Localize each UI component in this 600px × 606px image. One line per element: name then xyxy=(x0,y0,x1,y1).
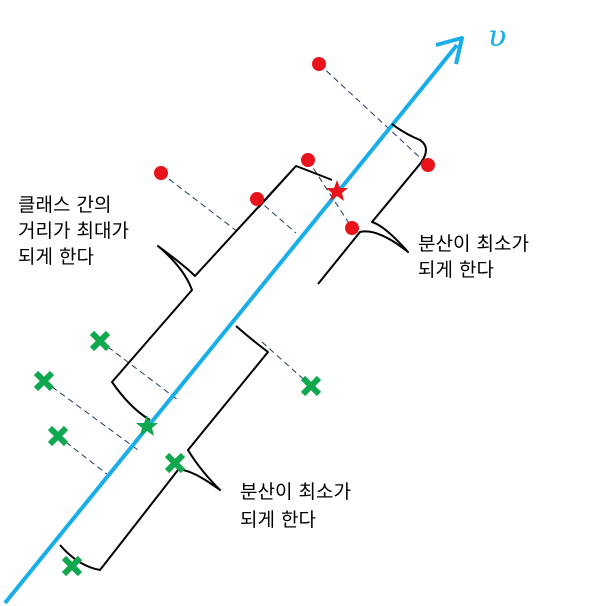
red-mean-star xyxy=(326,180,348,201)
label-line: 클래스 간의 xyxy=(18,194,111,216)
label-line: 되게 한다 xyxy=(18,246,94,268)
label-line: 되게 한다 xyxy=(418,259,494,281)
label-line: 분산이 최소가 xyxy=(418,233,529,255)
red-data-point xyxy=(312,57,326,71)
label-line: 되게 한다 xyxy=(240,509,316,531)
axis-line xyxy=(3,43,459,605)
red-data-point xyxy=(421,158,435,172)
projection-line xyxy=(307,159,353,229)
green-data-point xyxy=(89,330,111,352)
brace-between-class xyxy=(111,165,333,421)
axis-label: υ xyxy=(488,19,506,54)
annotation-within-red: 분산이 최소가 되게 한다 xyxy=(418,233,529,281)
projection-line xyxy=(160,172,239,233)
green-data-point xyxy=(47,425,69,447)
annotation-between-class: 클래스 간의 거리가 최대가 되게 한다 xyxy=(18,194,129,268)
axis-arrowhead xyxy=(435,36,464,65)
label-line: 분산이 최소가 xyxy=(240,481,351,503)
braces xyxy=(59,123,427,571)
projection-line xyxy=(99,340,179,401)
green-data-point xyxy=(300,375,322,397)
projection-line xyxy=(256,198,297,234)
projection-line xyxy=(318,63,429,166)
green-data-point xyxy=(164,452,186,474)
projection-axis: υ xyxy=(3,19,506,605)
red-data-point xyxy=(250,192,264,206)
red-class-points xyxy=(154,57,435,235)
brace-within-green xyxy=(59,325,269,571)
red-data-point xyxy=(154,166,168,180)
brace-within-red xyxy=(317,123,427,285)
red-data-point xyxy=(301,153,315,167)
green-data-point xyxy=(61,555,83,577)
label-line: 거리가 최대가 xyxy=(18,220,129,242)
red-projection-lines xyxy=(160,63,429,234)
green-data-point xyxy=(33,370,55,392)
green-mean-star xyxy=(136,415,158,436)
green-class-points xyxy=(33,330,322,577)
annotation-within-green: 분산이 최소가 되게 한다 xyxy=(240,481,351,531)
red-data-point xyxy=(345,221,359,235)
